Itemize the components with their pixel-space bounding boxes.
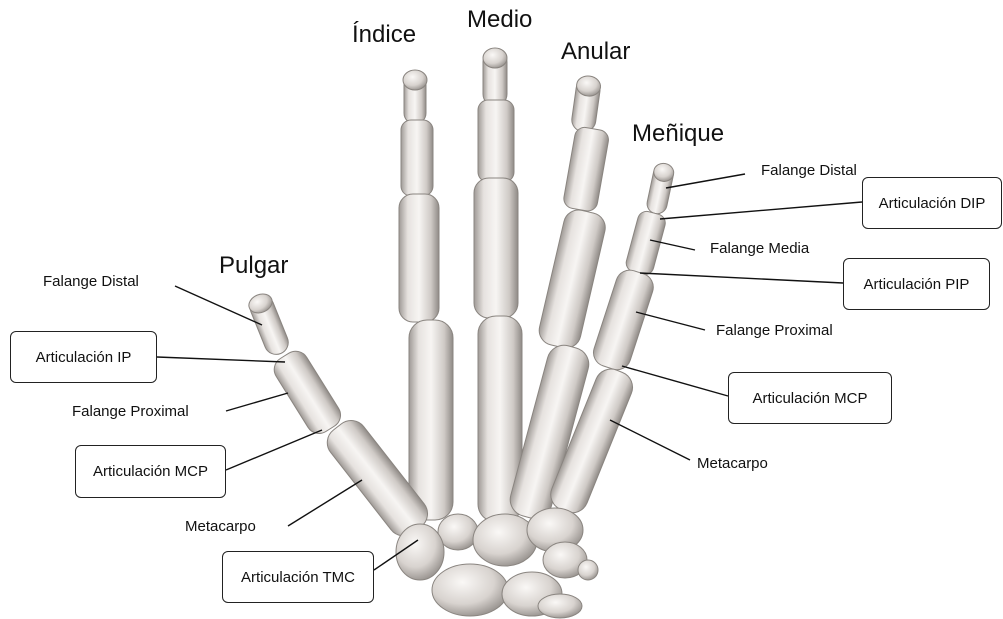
label-thumb-distal-phalanx: Falange Distal <box>43 273 139 290</box>
box-thumb-ip-joint: Articulación IP <box>10 331 157 383</box>
middle-finger-bones <box>474 48 522 522</box>
leader-pinky-proximal <box>636 312 705 330</box>
label-thumb-proximal-phalanx: Falange Proximal <box>72 403 189 420</box>
leader-pinky-distal <box>666 174 745 188</box>
box-thumb-mcp-joint: Articulación MCP <box>75 445 226 498</box>
label-thumb-metacarpal: Metacarpo <box>185 518 256 535</box>
box-pinky-pip-joint: Articulación PIP <box>843 258 990 310</box>
leader-pinky-metacarpal <box>610 420 690 460</box>
leader-pinky-dip <box>660 202 862 219</box>
leader-thumb-proximal <box>226 393 288 411</box>
leader-thumb-ip <box>157 357 285 362</box>
label-pinky-metacarpal: Metacarpo <box>697 455 768 472</box>
label-pinky-proximal-phalanx: Falange Proximal <box>716 322 833 339</box>
box-thumb-tmc-joint: Articulación TMC <box>222 551 374 603</box>
index-finger-bones <box>399 70 453 520</box>
leader-thumb-mcp <box>226 430 322 470</box>
leader-pinky-pip <box>640 273 843 283</box>
finger-title-pinky: Meñique <box>632 120 724 148</box>
leader-thumb-metacarpal <box>288 480 362 526</box>
finger-title-ring: Anular <box>561 38 630 66</box>
thumb-bones <box>246 291 434 543</box>
label-pinky-middle-phalanx: Falange Media <box>710 240 809 257</box>
finger-title-thumb: Pulgar <box>219 252 288 280</box>
leader-pinky-mcp <box>622 366 728 396</box>
label-pinky-distal-phalanx: Falange Distal <box>761 162 857 179</box>
box-pinky-mcp-joint: Articulación MCP <box>728 372 892 424</box>
finger-title-middle: Medio <box>467 6 532 34</box>
box-pinky-dip-joint: Articulación DIP <box>862 177 1002 229</box>
finger-title-index: Índice <box>352 21 416 49</box>
carpal-bones <box>396 508 598 618</box>
